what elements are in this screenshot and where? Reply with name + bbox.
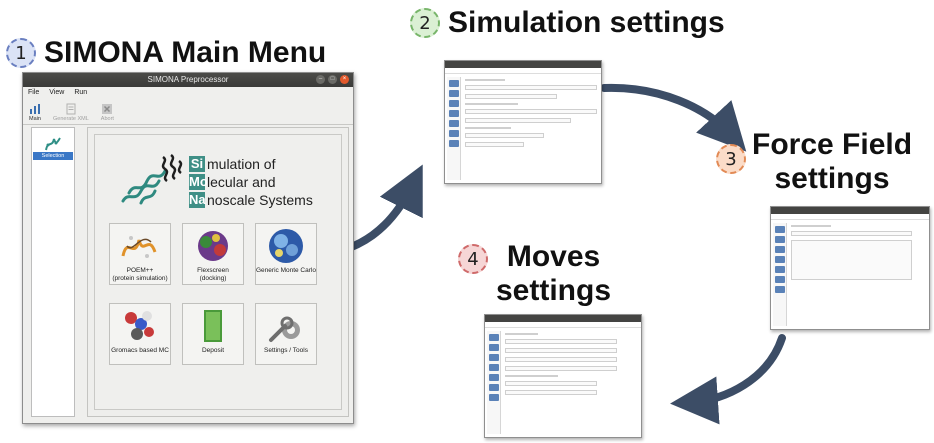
flexscreen-app-button[interactable]: Flexscreen (docking) (182, 223, 244, 285)
arrow-simulation-to-forcefield (600, 83, 747, 152)
poem-label-line2: (protein simulation) (112, 275, 168, 282)
protein-logo-icon (121, 153, 183, 205)
deposit-app-button[interactable]: Deposit (182, 303, 244, 365)
generate-xml-icon (66, 103, 76, 115)
brand-line-3: noscale Systems (207, 191, 313, 208)
abort-button[interactable]: Abort (101, 103, 114, 124)
simulation-settings-thumbnail (444, 60, 602, 184)
step-4-badge: 4 (458, 244, 488, 274)
main-content: Si mulation of Mo lecular and Na noscale… (87, 127, 349, 417)
wrench-gear-icon (269, 316, 300, 342)
poem-protein-icon (121, 236, 157, 258)
flexscreen-docking-icon (198, 231, 228, 261)
flexscreen-label-line1: Flexscreen (197, 267, 229, 274)
gromacs-label: Gromacs based MC (111, 347, 169, 354)
menu-file[interactable]: File (28, 89, 40, 96)
menu-run[interactable]: Run (74, 89, 88, 96)
window-title: SIMONA Preprocessor (147, 75, 229, 84)
brand-letters-si: Si (189, 155, 205, 172)
monte-carlo-surface-icon (269, 229, 303, 263)
step-3-heading: 3 Force Field settings (716, 128, 912, 196)
generic-mc-label: Generic Monte Carlo (256, 267, 316, 274)
step-2-heading: 2 Simulation settings (410, 6, 725, 40)
step-3-title-line1: Force Field (752, 128, 913, 161)
step-2-title: Simulation settings (448, 6, 725, 39)
close-button[interactable]: × (340, 75, 349, 84)
generate-xml-button[interactable]: Generate XML (53, 103, 89, 124)
toolbar: Main Generate XML Abort (23, 99, 353, 125)
main-icon (30, 104, 40, 114)
sidebar-item-label: Selection (33, 152, 73, 160)
menu-bar: File View Run (23, 87, 353, 99)
gromacs-molecule-icon (125, 311, 154, 340)
brand-letters-na: Na (189, 191, 206, 208)
poem-app-button[interactable]: POEM++ (protein simulation) (109, 223, 171, 285)
step-4-title-line2: settings (496, 274, 612, 307)
moves-settings-thumbnail (484, 314, 642, 438)
force-field-settings-thumbnail (770, 206, 930, 330)
step-3-badge: 3 (716, 144, 746, 174)
sidebar-item-selection[interactable]: Selection (33, 136, 73, 162)
deposit-icon (204, 310, 222, 342)
step-4-heading: 4 Moves settings (458, 240, 611, 308)
poem-label-line1: POEM++ (126, 267, 154, 274)
brand-text: Si mulation of Mo lecular and Na noscale… (189, 155, 313, 209)
minimize-button[interactable]: – (316, 75, 325, 84)
generate-xml-label: Generate XML (53, 116, 89, 122)
main-menu-window: SIMONA Preprocessor – □ × File View Run … (22, 72, 354, 424)
generic-monte-carlo-app-button[interactable]: Generic Monte Carlo (255, 223, 317, 285)
sidebar: Selection (31, 127, 75, 417)
step-3-title-line2: settings (774, 162, 890, 195)
app-launcher-panel: Si mulation of Mo lecular and Na noscale… (94, 134, 342, 410)
molecule-icon (45, 137, 61, 151)
brand-line-2: lecular and (207, 173, 276, 190)
step-1-heading: 1 SIMONA Main Menu (6, 36, 326, 70)
brand-line-1: mulation of (207, 155, 276, 172)
settings-tools-label: Settings / Tools (264, 347, 308, 354)
menu-view[interactable]: View (49, 89, 65, 96)
arrow-forcefield-to-moves (670, 334, 786, 425)
gromacs-mc-app-button[interactable]: Gromacs based MC (109, 303, 171, 365)
brand-letters-mo: Mo (189, 173, 208, 190)
window-titlebar: SIMONA Preprocessor – □ × (23, 73, 353, 87)
deposit-label: Deposit (201, 347, 225, 354)
step-1-badge: 1 (6, 38, 36, 68)
flexscreen-label-line2: (docking) (199, 275, 227, 282)
step-4-title-line1: Moves (506, 240, 601, 273)
step-1-title: SIMONA Main Menu (44, 36, 327, 69)
step-2-badge: 2 (410, 8, 440, 38)
main-tool-label: Main (29, 116, 41, 122)
main-tool-button[interactable]: Main (29, 103, 41, 124)
maximize-button[interactable]: □ (328, 75, 337, 84)
abort-icon (102, 104, 113, 114)
abort-label: Abort (100, 116, 114, 122)
settings-tools-app-button[interactable]: Settings / Tools (255, 303, 317, 365)
